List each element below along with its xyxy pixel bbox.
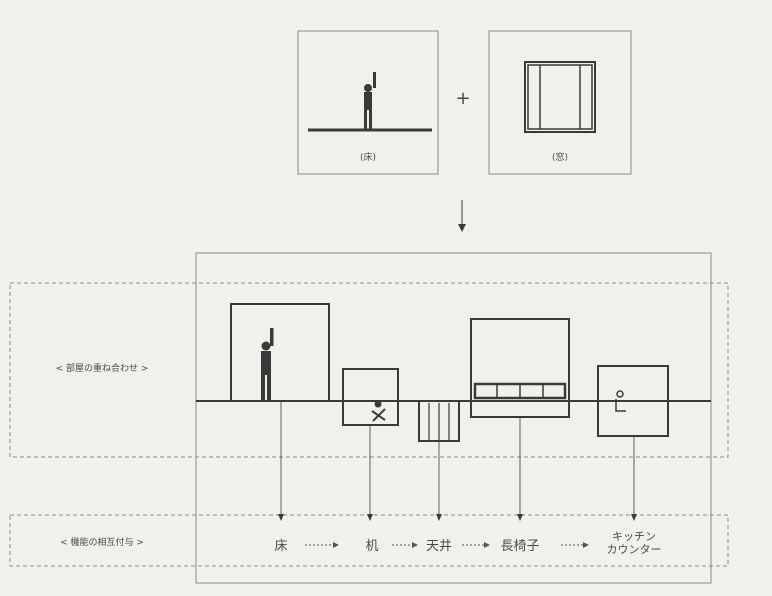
overlap-band-label: < 部屋の重ね合わせ > [56,362,149,374]
room-bench [470,318,570,418]
room-ceiling [418,400,460,442]
connector-ceiling [436,441,442,521]
composite-frame [195,252,712,584]
kitchen-label-line: カウンター [607,543,662,556]
function-band-label: < 機能の相互付与 > [60,536,144,548]
floor-caption: (床) [360,151,376,163]
function-floor: 床 [274,539,287,554]
bench-icon [473,382,567,400]
connector-desk [367,425,373,521]
function-desk: 机 [365,539,378,554]
function-ceiling: 天井 [426,539,452,554]
floor-concept-box [297,30,439,175]
room-kitchen [597,365,669,437]
figure-raising-arm [261,328,274,401]
flow-arrows [305,542,589,548]
seated-figure-icon [371,400,386,422]
down-arrow-icon [458,200,466,232]
figure-raising-arm-top [364,72,376,130]
overlap-band [9,282,729,458]
plus-sign: + [455,88,470,109]
kitchen-label-line: キッチン [612,530,656,543]
room-floor [230,303,330,402]
window-concept-box [488,30,632,175]
room-desk [342,368,399,426]
connector-kitchen [631,436,637,521]
function-bench: 長椅子 [500,539,539,554]
function-kitchen-counter: キッチンカウンター [607,530,662,556]
connector-bench [517,417,523,521]
window-icon [524,61,596,133]
kitchen-figure-icon [615,390,626,412]
connector-floor [278,401,284,521]
window-caption: (窓) [552,151,568,163]
